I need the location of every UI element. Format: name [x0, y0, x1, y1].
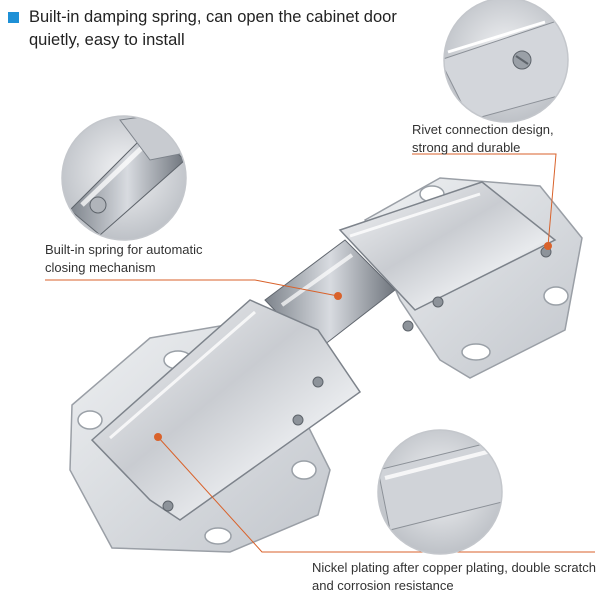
rivet: [402, 320, 414, 332]
callout-spring: Built-in spring for automatic closing me…: [45, 242, 203, 275]
screw-hole: [291, 460, 317, 480]
callout-dot: [334, 292, 342, 300]
zoom-lens-spring: [61, 115, 187, 241]
callout-dot: [544, 242, 552, 250]
rivet: [312, 376, 324, 388]
lower-hinge-arm: [90, 299, 362, 521]
callout-rivet: Rivet connection design, strong and dura…: [412, 122, 554, 155]
square-bullet-icon: [8, 12, 19, 23]
zoom-lens-rivet: [443, 0, 569, 123]
headline: Built-in damping spring, can open the ca…: [8, 6, 448, 52]
screw-hole: [543, 286, 569, 306]
callout-lines: [45, 153, 595, 553]
zoom-lens-plating: [377, 429, 503, 555]
screw-hole: [77, 410, 103, 430]
rivet: [292, 414, 304, 426]
rivet: [162, 500, 174, 512]
callout-dot: [154, 433, 162, 441]
upper-hinge-arm: [338, 181, 557, 332]
rivet: [432, 296, 444, 308]
screw-hole: [461, 343, 491, 361]
headline-text: Built-in damping spring, can open the ca…: [29, 8, 397, 49]
callout-nickel: Nickel plating after copper plating, dou…: [312, 560, 596, 593]
screw-hole: [204, 527, 232, 545]
